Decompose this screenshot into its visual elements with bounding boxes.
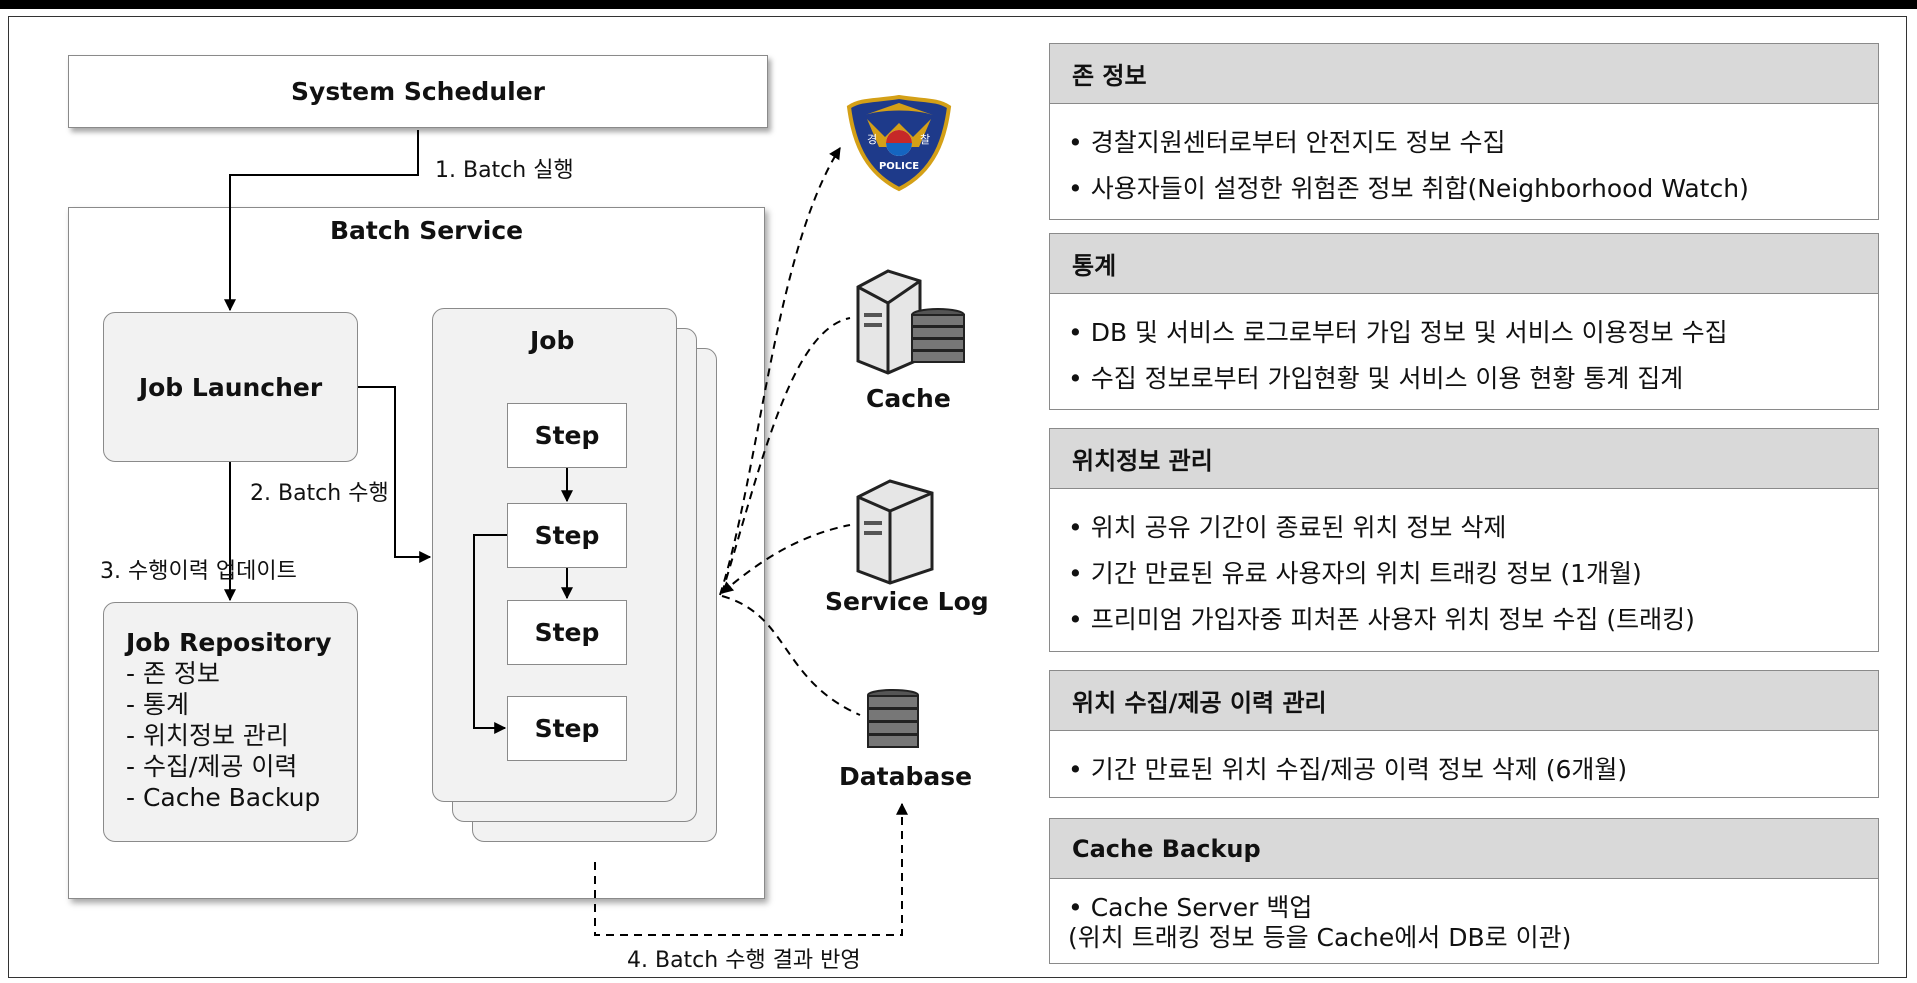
batch-service-title: Batch Service bbox=[330, 216, 524, 245]
panel-bullet: • 기간 만료된 위치 수집/제공 이력 정보 삭제 (6개월) bbox=[1068, 755, 1628, 784]
repo-item: - 위치정보 관리 bbox=[126, 721, 289, 750]
arrow-4-result-apply bbox=[594, 802, 908, 936]
police-char-right: 찰 bbox=[920, 133, 930, 146]
panel-line: • Cache Server 백업 bbox=[1068, 893, 1313, 922]
arrow-1-batch-run bbox=[224, 130, 419, 312]
panel-location-management: 위치정보 관리 • 위치 공유 기간이 종료된 위치 정보 삭제 • 기간 만료… bbox=[1049, 428, 1879, 652]
panel-zone-info: 존 정보 • 경찰지원센터로부터 안전지도 정보 수집 • 사용자들이 설정한 … bbox=[1049, 43, 1879, 220]
log-server-icon bbox=[856, 479, 934, 585]
panel-title: 존 정보 bbox=[1050, 44, 1878, 104]
panel-history-management: 위치 수집/제공 이력 관리 • 기간 만료된 위치 수집/제공 이력 정보 삭… bbox=[1049, 670, 1879, 798]
repo-item: - 수집/제공 이력 bbox=[126, 752, 298, 781]
step-box: Step bbox=[507, 600, 627, 665]
disk-stack bbox=[911, 308, 965, 363]
dashed-police-link bbox=[719, 146, 841, 596]
arrow-1-label: 1. Batch 실행 bbox=[435, 158, 574, 183]
panel-bullet: • DB 및 서비스 로그로부터 가입 정보 및 서비스 이용정보 수집 bbox=[1068, 318, 1728, 347]
repo-item: - Cache Backup bbox=[126, 783, 321, 812]
panel-line: (위치 트래킹 정보 등을 Cache에서 DB로 이관) bbox=[1068, 923, 1572, 952]
step-box: Step bbox=[507, 696, 627, 761]
arrow-2-label: 2. Batch 수행 bbox=[250, 481, 389, 506]
job-repository-title: Job Repository bbox=[126, 628, 332, 657]
panel-cache-backup: Cache Backup • Cache Server 백업 (위치 트래킹 정… bbox=[1049, 818, 1879, 964]
panel-bullet: • 사용자들이 설정한 위험존 정보 취합(Neighborhood Watch… bbox=[1068, 174, 1749, 203]
dashed-log-link bbox=[721, 524, 851, 594]
panel-bullet: • 기간 만료된 유료 사용자의 위치 트래킹 정보 (1개월) bbox=[1068, 559, 1642, 588]
dashed-db-link bbox=[721, 595, 861, 716]
panel-bullet: • 프리미엄 가입자중 피처폰 사용자 위치 정보 수집 (트래킹) bbox=[1068, 605, 1695, 634]
service-log-label: Service Log bbox=[825, 587, 989, 616]
database-icon bbox=[867, 689, 919, 748]
arrow-2-batch-execute bbox=[358, 386, 432, 563]
panel-bullet: • 경찰지원센터로부터 안전지도 정보 수집 bbox=[1068, 128, 1506, 157]
step-box: Step bbox=[507, 503, 627, 568]
outer-frame bbox=[8, 16, 1907, 978]
panel-title: Cache Backup bbox=[1050, 819, 1878, 879]
arrow-3-label: 3. 수행이력 업데이트 bbox=[100, 559, 297, 584]
job-launcher-label: Job Launcher bbox=[138, 372, 323, 402]
step-label: Step bbox=[534, 714, 600, 743]
police-badge-text: POLICE bbox=[879, 161, 919, 172]
panel-statistics: 통계 • DB 및 서비스 로그로부터 가입 정보 및 서비스 이용정보 수집 … bbox=[1049, 233, 1879, 410]
cache-server-icon bbox=[856, 269, 965, 375]
system-scheduler-label: System Scheduler bbox=[291, 77, 545, 106]
panel-bullet: • 위치 공유 기간이 종료된 위치 정보 삭제 bbox=[1068, 513, 1507, 542]
repo-item: - 존 정보 bbox=[126, 659, 220, 688]
panel-title: 위치정보 관리 bbox=[1050, 429, 1878, 489]
panel-bullet: • 수집 정보로부터 가입현황 및 서비스 이용 현황 통계 집계 bbox=[1068, 364, 1684, 393]
job-title: Job bbox=[530, 326, 575, 355]
dashed-cache-link bbox=[721, 317, 851, 594]
step-label: Step bbox=[534, 421, 600, 450]
job-launcher-box: Job Launcher bbox=[103, 312, 358, 462]
database-label: Database bbox=[839, 762, 973, 791]
panel-title: 통계 bbox=[1050, 234, 1878, 294]
arrow-4-label: 4. Batch 수행 결과 반영 bbox=[627, 948, 861, 973]
panel-title: 위치 수집/제공 이력 관리 bbox=[1050, 671, 1878, 731]
top-bar bbox=[0, 0, 1917, 9]
step-loop-arrow bbox=[473, 534, 507, 734]
step-label: Step bbox=[534, 618, 600, 647]
police-badge-icon: 경 찰 POLICE bbox=[846, 94, 952, 192]
cache-label: Cache bbox=[866, 384, 951, 413]
repo-item: - 통계 bbox=[126, 690, 189, 719]
police-char-left: 경 bbox=[867, 133, 877, 146]
system-scheduler-box: System Scheduler bbox=[68, 55, 768, 128]
step-box: Step bbox=[507, 403, 627, 468]
job-repository-box: Job Repository - 존 정보 - 통계 - 위치정보 관리 - 수… bbox=[103, 602, 358, 842]
step-label: Step bbox=[534, 521, 600, 550]
